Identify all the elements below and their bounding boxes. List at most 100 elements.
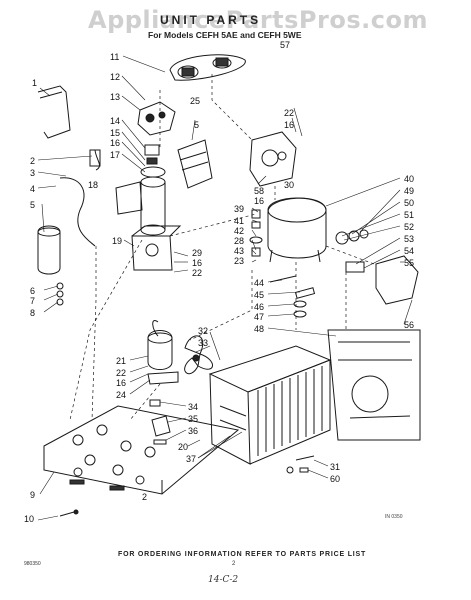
callout-39: 39 bbox=[234, 204, 244, 214]
callout-22: 22 bbox=[116, 368, 126, 378]
callout-2: 2 bbox=[142, 492, 147, 502]
callout-10: 10 bbox=[24, 514, 34, 524]
callout-43: 43 bbox=[234, 246, 244, 256]
callout-8: 8 bbox=[30, 308, 35, 318]
callout-13: 13 bbox=[110, 92, 120, 102]
fan-bracket-parts bbox=[149, 399, 171, 445]
callout-41: 41 bbox=[234, 216, 244, 226]
callout-22: 22 bbox=[192, 268, 202, 278]
illustration-ref: IN 0350 bbox=[385, 514, 403, 520]
callout-51: 51 bbox=[404, 210, 414, 220]
capacitor bbox=[37, 225, 61, 275]
shroud-panel bbox=[177, 139, 213, 189]
watermark: AppliancePartsPros.com bbox=[88, 6, 428, 34]
callout-6: 6 bbox=[30, 286, 35, 296]
callout-50: 50 bbox=[404, 198, 414, 208]
callout-15: 15 bbox=[110, 128, 120, 138]
callout-20: 20 bbox=[178, 442, 188, 452]
callout-22: 22 bbox=[284, 108, 294, 118]
callout-16: 16 bbox=[110, 138, 120, 148]
callout-55: 55 bbox=[404, 258, 414, 268]
compressor-mounts bbox=[249, 209, 263, 257]
terminal-cover bbox=[375, 255, 419, 305]
fan-blade bbox=[184, 335, 213, 375]
callout-47: 47 bbox=[254, 312, 264, 322]
belt-assembly bbox=[169, 54, 246, 81]
callout-28: 28 bbox=[234, 236, 244, 246]
callout-29: 29 bbox=[192, 248, 202, 258]
callout-9: 9 bbox=[30, 490, 35, 500]
grommet-stack bbox=[269, 275, 316, 318]
handle-bracket bbox=[37, 85, 71, 139]
callout-57: 57 bbox=[280, 40, 290, 50]
compressor-body bbox=[267, 197, 327, 263]
handwritten-note: 14-C-2 bbox=[208, 575, 239, 585]
base-pan bbox=[43, 405, 240, 495]
control-box bbox=[327, 329, 421, 441]
condenser-coil bbox=[208, 345, 332, 465]
fastener-31-60 bbox=[286, 455, 315, 474]
callout-45: 45 bbox=[254, 290, 264, 300]
callout-35: 35 bbox=[188, 414, 198, 424]
callout-30: 30 bbox=[284, 180, 294, 190]
callout-31: 31 bbox=[330, 462, 340, 472]
callout-25: 25 bbox=[190, 96, 200, 106]
callout-7: 7 bbox=[30, 296, 35, 306]
callout-17: 17 bbox=[110, 150, 120, 160]
callout-58: 58 bbox=[254, 186, 264, 196]
callout-53: 53 bbox=[404, 234, 414, 244]
callout-54: 54 bbox=[404, 246, 414, 256]
callout-4: 4 bbox=[30, 184, 35, 194]
motor-mount bbox=[137, 101, 176, 136]
callout-16: 16 bbox=[284, 120, 294, 130]
callout-16: 16 bbox=[254, 196, 264, 206]
callout-19: 19 bbox=[112, 236, 122, 246]
callout-33: 33 bbox=[198, 338, 208, 348]
callout-48: 48 bbox=[254, 324, 264, 334]
fan-motor bbox=[147, 320, 179, 385]
callout-12: 12 bbox=[110, 72, 120, 82]
page-number: 2 bbox=[232, 561, 236, 567]
callout-49: 49 bbox=[404, 186, 414, 196]
screw-10 bbox=[59, 509, 79, 517]
callout-44: 44 bbox=[254, 278, 264, 288]
callout-18: 18 bbox=[88, 180, 98, 190]
callout-2: 2 bbox=[30, 156, 35, 166]
callout-21: 21 bbox=[116, 356, 126, 366]
callout-5: 5 bbox=[194, 120, 199, 130]
document-code: 980350 bbox=[24, 561, 41, 567]
overload-relay bbox=[335, 229, 369, 273]
ordering-instruction: FOR ORDERING INFORMATION REFER TO PARTS … bbox=[118, 551, 367, 558]
page-subtitle: For Models CEFH 5AE and CEFH 5WE bbox=[148, 30, 302, 40]
leader-lines bbox=[37, 55, 413, 521]
callout-34: 34 bbox=[188, 402, 198, 412]
callout-1: 1 bbox=[32, 78, 37, 88]
callout-37: 37 bbox=[186, 454, 196, 464]
callout-60: 60 bbox=[330, 474, 340, 484]
callout-36: 36 bbox=[188, 426, 198, 436]
callout-11: 11 bbox=[110, 52, 119, 62]
callout-56: 56 bbox=[404, 320, 414, 330]
callout-32: 32 bbox=[198, 326, 208, 336]
page-title: UNIT PARTS bbox=[160, 13, 262, 27]
callout-labels: 57 11 12 25 13 14 15 16 17 5 1 2 3 18 4 … bbox=[24, 40, 414, 524]
callout-16: 16 bbox=[192, 258, 202, 268]
fan-housing bbox=[131, 225, 182, 271]
callout-16: 16 bbox=[116, 378, 126, 388]
callout-23: 23 bbox=[234, 256, 244, 266]
callout-24: 24 bbox=[116, 390, 126, 400]
compressor-top bbox=[249, 131, 297, 187]
callout-40: 40 bbox=[404, 174, 414, 184]
callout-46: 46 bbox=[254, 302, 264, 312]
callout-42: 42 bbox=[234, 226, 244, 236]
callout-5: 5 bbox=[30, 200, 35, 210]
assembly-guide-lines bbox=[69, 74, 375, 421]
callout-14: 14 bbox=[110, 116, 120, 126]
wire-harness bbox=[59, 149, 101, 247]
callout-3: 3 bbox=[30, 168, 35, 178]
side-bracket bbox=[115, 181, 143, 215]
motor-shaft bbox=[140, 144, 166, 236]
callout-52: 52 bbox=[404, 222, 414, 232]
